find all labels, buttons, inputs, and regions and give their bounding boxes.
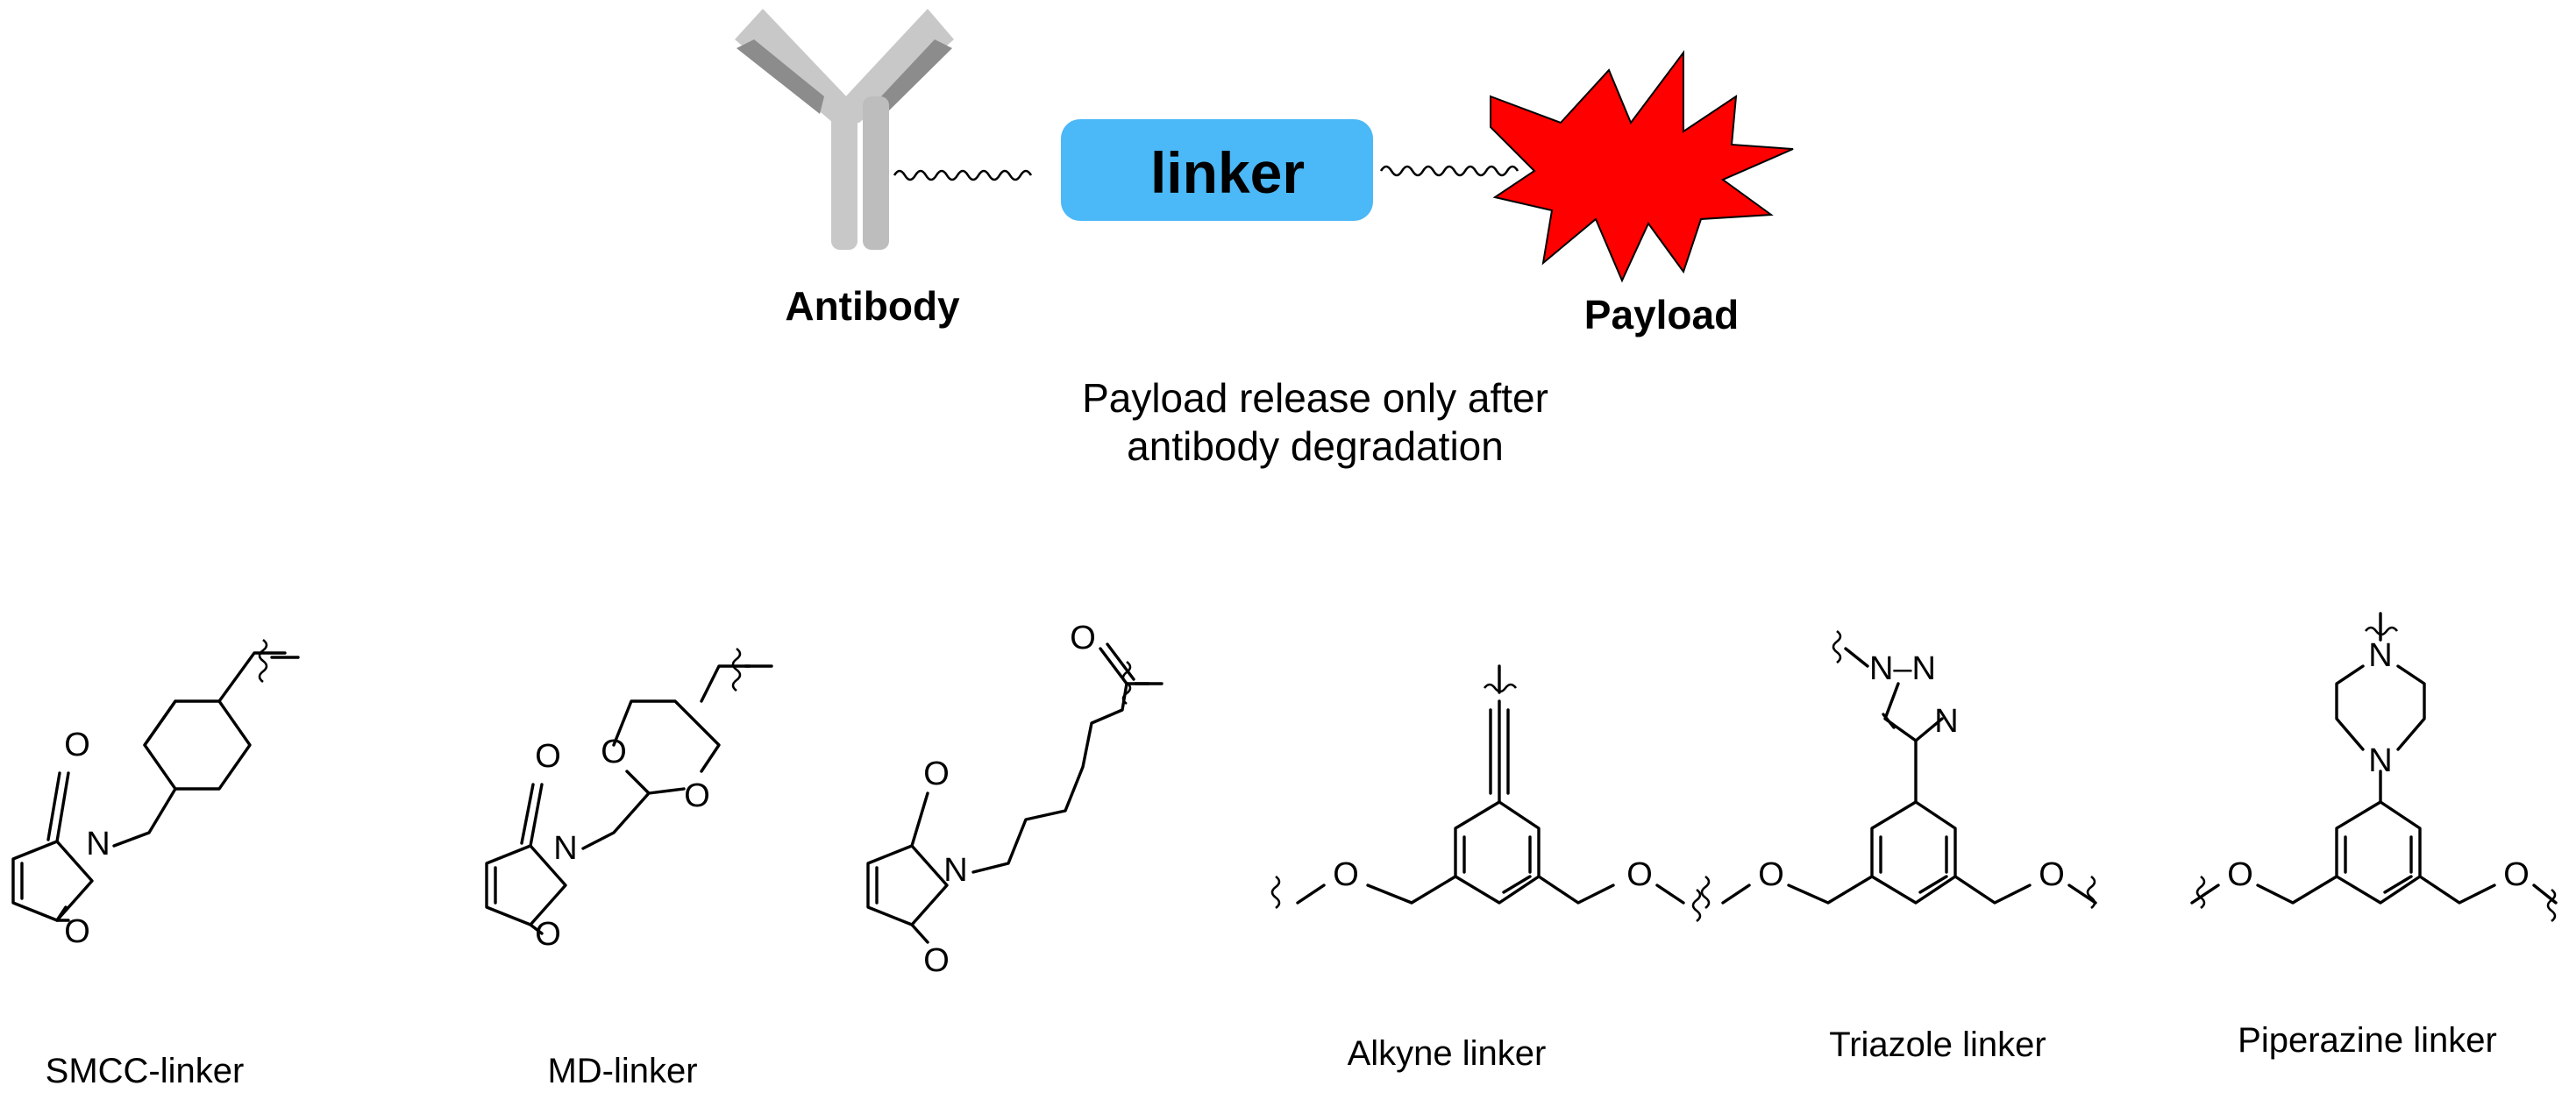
atom-n: N: [943, 852, 967, 889]
linker-box: [1061, 119, 1373, 221]
atom-o: O: [535, 738, 561, 775]
atom-o: O: [684, 777, 710, 814]
antibody-stem-left: [831, 96, 857, 250]
structure-piperazine: N N O O Piperazine linker: [2190, 612, 2558, 1060]
atom-o: O: [64, 727, 90, 763]
ring-back-bonds: [143, 699, 177, 747]
atom-n: N: [86, 826, 110, 862]
atom-o: O: [2039, 856, 2065, 893]
atom-o: O: [2227, 856, 2253, 893]
atom-o: O: [2503, 856, 2530, 893]
structure-triazole: N–N N O O Triazole linker: [1700, 629, 2097, 1064]
structure-md: O O N O O MD-linker: [485, 647, 773, 1090]
antibody-stem-right: [863, 96, 889, 250]
antibody-label: Antibody: [785, 283, 960, 329]
atom-n: N: [553, 830, 577, 867]
antibody-icon: [735, 9, 954, 250]
triazole-ring: [1882, 682, 1944, 742]
antibody-right-arm: [842, 9, 954, 123]
antibody-left-light-chain: [737, 39, 824, 114]
wavy-bond-linker-payload: [1379, 165, 1519, 177]
atom-n: N–N: [1869, 650, 1936, 687]
cyclohexyl-chain: [112, 651, 287, 848]
wavy-attachment: [258, 638, 268, 684]
atom-o: O: [1070, 620, 1096, 656]
payload-star-icon: [1490, 50, 1794, 283]
atom-o: O: [923, 756, 950, 792]
maleimide-ring: [11, 771, 94, 922]
atom-n: N: [2368, 637, 2392, 674]
structure-smcc: O O N SMCC-linker: [11, 638, 300, 1090]
structure-alkyne: O O Alkyne linker: [1270, 664, 1702, 1073]
payload-label: Payload: [1584, 292, 1739, 337]
dioxane-chain: [581, 664, 751, 850]
wavy-bond-antibody-linker: [893, 169, 1033, 181]
structure-label: Alkyne linker: [1348, 1034, 1547, 1073]
caption-line-2: antibody degradation: [1127, 423, 1504, 469]
atom-o: O: [923, 942, 950, 979]
atom-o: O: [535, 916, 561, 953]
atom-o: O: [64, 913, 90, 950]
caption-line-1: Payload release only after: [1082, 375, 1548, 421]
antibody-left-arm: [735, 9, 850, 123]
structure-label: Piperazine linker: [2238, 1021, 2497, 1060]
alkyne-bond: [1489, 699, 1510, 804]
hexanoyl-chain: [971, 642, 1150, 874]
atom-o: O: [601, 734, 627, 770]
structure-label: MD-linker: [547, 1052, 697, 1090]
linker-label: linker: [1150, 140, 1305, 205]
structure-label: Triazole linker: [1829, 1025, 2046, 1064]
atom-n: N: [1934, 703, 1958, 740]
piperazine-ring: [2335, 664, 2426, 751]
atom-n: N: [2368, 742, 2392, 779]
atom-o: O: [1333, 856, 1359, 893]
atom-o: O: [1626, 856, 1653, 893]
structure-hexanoyl-maleimide: O O N O: [866, 620, 1163, 979]
antibody-right-light-chain: [881, 39, 952, 114]
atom-o: O: [1758, 856, 1784, 893]
structure-label: SMCC-linker: [46, 1052, 245, 1090]
